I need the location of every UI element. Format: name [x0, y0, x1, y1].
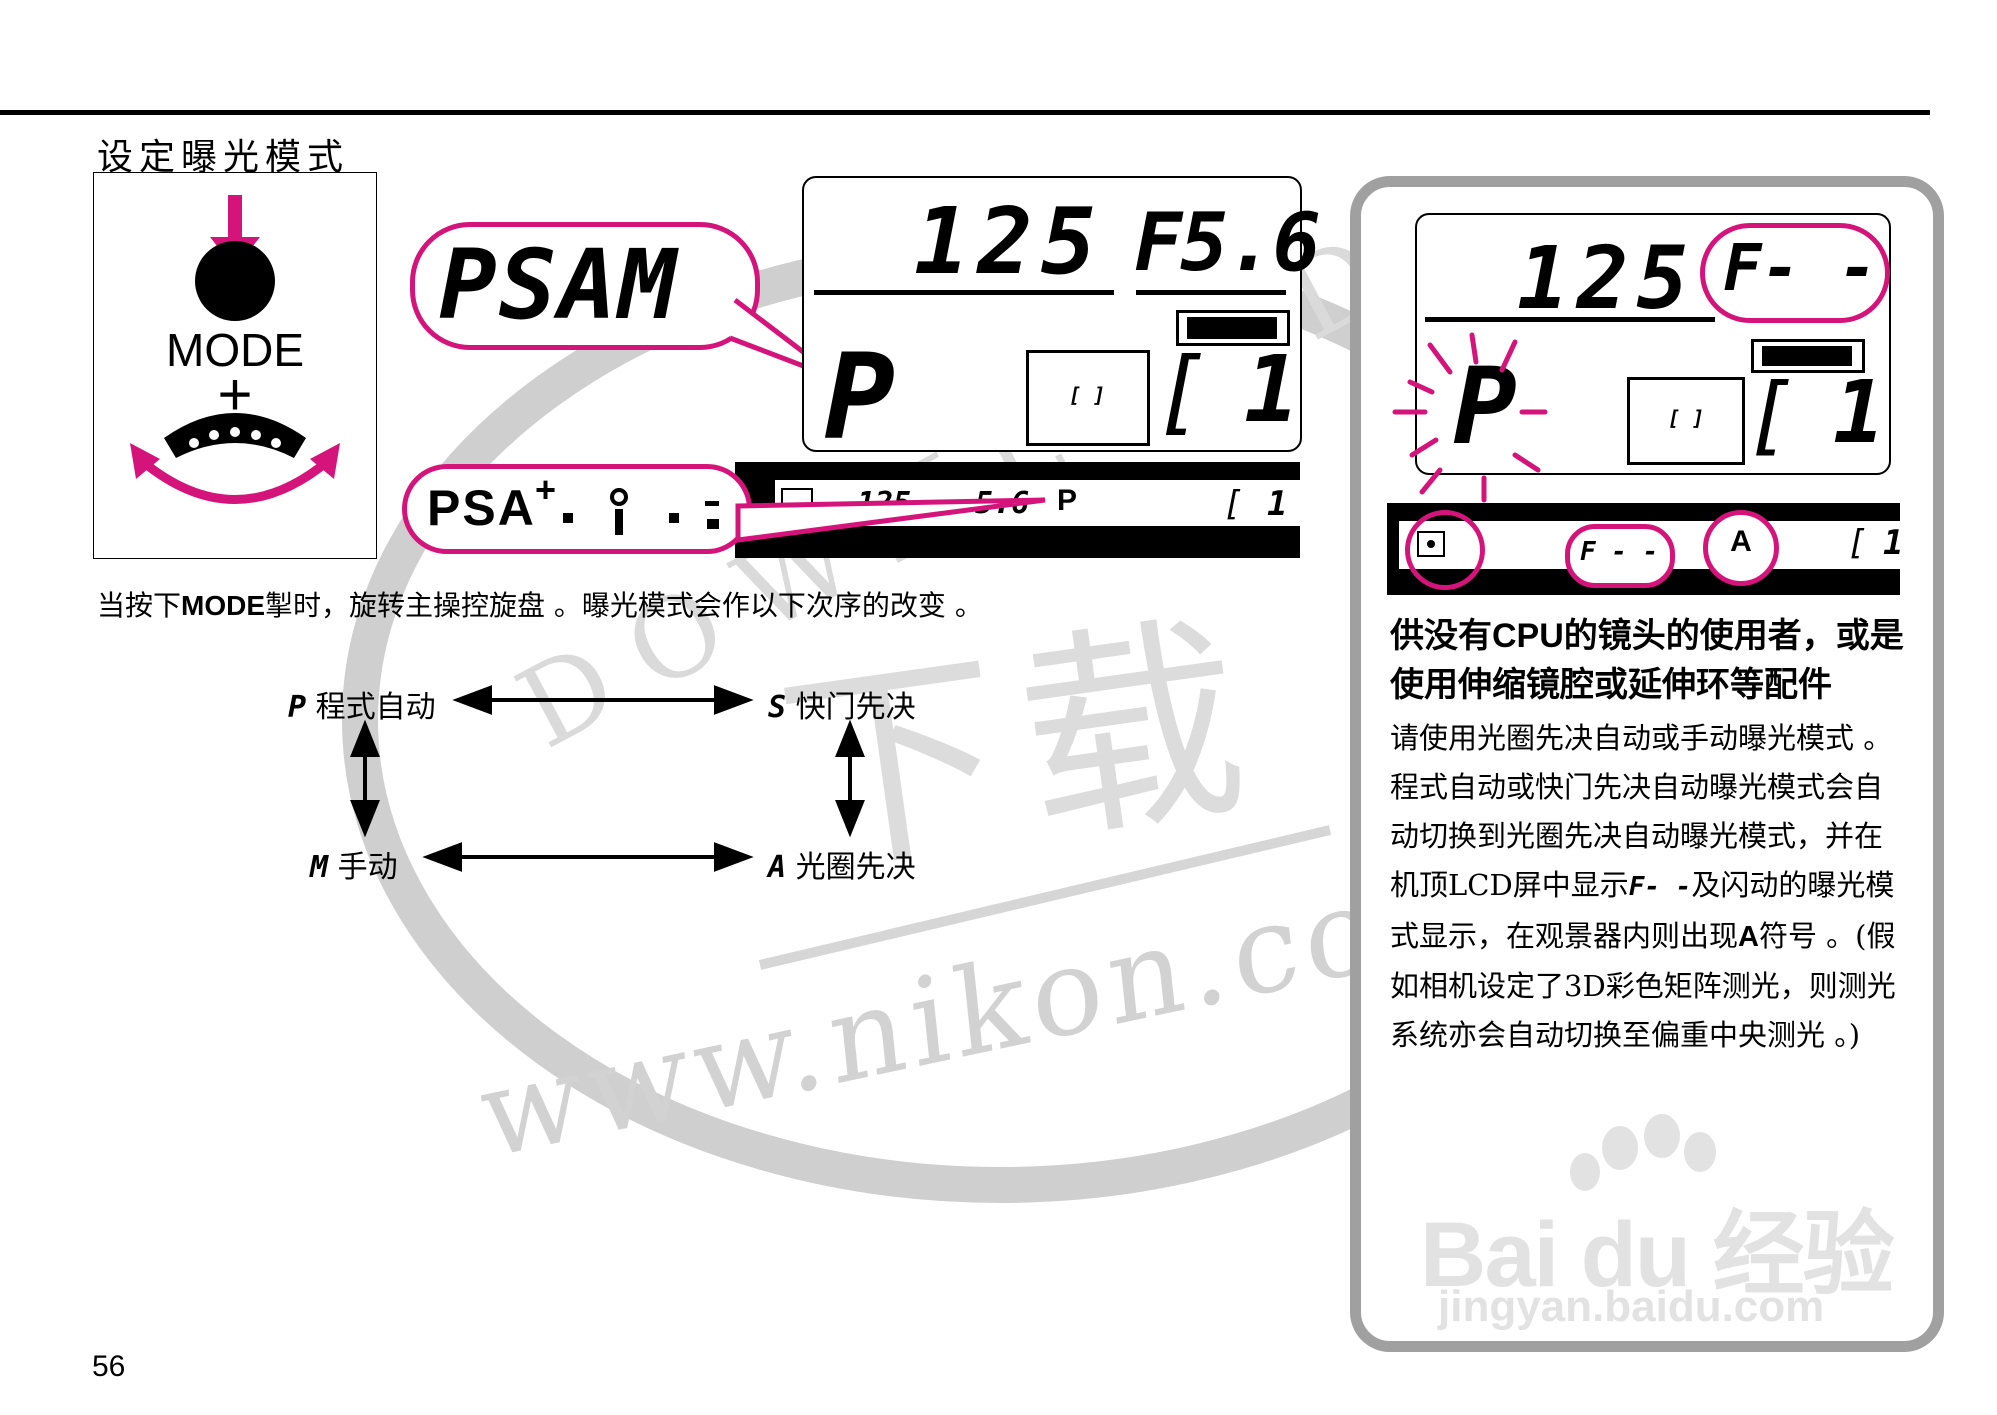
- page-title: 设定曝光模式: [97, 128, 350, 184]
- metering-icon: [ ]: [1069, 383, 1106, 407]
- side-vf-bracket: [: [1847, 523, 1868, 563]
- instruction-suffix: 掣时，旋转主操控旋盘 。曝光模式会作以下次序的改变 。: [265, 589, 983, 622]
- lcd-divider-right: [1136, 290, 1286, 295]
- exposure-scale-icon: [563, 488, 719, 535]
- side-lcd-panel: 125 P [ ] [ 1: [1415, 213, 1891, 475]
- side-aperture-bubble: F- -: [1700, 223, 1890, 323]
- cycle-m: M 手动: [310, 842, 398, 886]
- cycle-s-label: 快门先决: [795, 690, 916, 725]
- top-rule: [0, 110, 1930, 115]
- viewfinder-strip: 125 5.6 P [ 1: [735, 462, 1305, 558]
- side-aperture-ring: F - -: [1565, 524, 1675, 588]
- side-vf-mode: A: [1730, 525, 1752, 558]
- lcd-aperture: F5.6: [1134, 196, 1321, 289]
- side-vf-frame: 1: [1883, 523, 1904, 563]
- frame-bracket: [: [1154, 338, 1210, 445]
- psa-plus: +: [535, 469, 557, 510]
- cycle-a-label: 光圈先决: [795, 850, 916, 885]
- cycle-s: S 快门先决: [768, 682, 916, 726]
- side-body-part3: 符号 。(假如相机设定了3D彩色矩阵测光，则测光系统亦会自动切换至偏重中央测光 …: [1390, 919, 1896, 1052]
- metering-box: [ ]: [1026, 350, 1150, 446]
- cycle-m-glyph: M: [310, 850, 329, 885]
- mode-button-label: MODE: [166, 324, 304, 376]
- cycle-m-label: 手动: [337, 850, 398, 885]
- psam-text: PSAM: [439, 229, 679, 341]
- side-frame-bracket: [: [1745, 365, 1797, 465]
- cycle-a: A 光圈先决: [768, 842, 916, 886]
- psa-bubble: PSA +: [402, 464, 752, 554]
- cycle-a-glyph: A: [768, 850, 787, 885]
- side-lcd-divider: [1425, 317, 1715, 322]
- cycle-p-label: 程式自动: [315, 690, 436, 725]
- side-battery-icon: [1751, 339, 1865, 373]
- baidu-watermark: Bai du 经验: [1420, 1204, 1895, 1306]
- instruction-text: 当按下MODE掣时，旋转主操控旋盘 。曝光模式会作以下次序的改变 。: [97, 584, 983, 624]
- page-number: 56: [92, 1350, 126, 1383]
- mode-illustration: MODE +: [93, 172, 377, 559]
- side-lcd-aperture: F- -: [1723, 232, 1878, 306]
- side-vf-aperture: F - -: [1580, 537, 1659, 567]
- command-dial-icon: [130, 413, 340, 504]
- side-spot-ring: [1405, 510, 1485, 590]
- side-frame-count: 1: [1833, 363, 1885, 463]
- vf-bracket: [: [1223, 484, 1244, 524]
- watermark-underline: [758, 825, 1332, 970]
- side-body-part1: 请使用光圈先决自动或手动曝光模式 。程式自动或快门先决自动曝光模式会自动切换到光…: [1390, 721, 1893, 902]
- side-heading: 供没有CPU的镜头的使用者，或是使用伸缩镜腔或延伸环等配件: [1390, 617, 1904, 704]
- baidu-url: jingyan.baidu.com: [1438, 1282, 1825, 1331]
- lcd-mode: P: [824, 328, 896, 466]
- side-body-part2: 及闪动的曝光模式显示，在观景器内则出现: [1390, 868, 1895, 953]
- instruction-bold: MODE: [181, 590, 266, 621]
- side-metering-box: [ ]: [1627, 377, 1745, 465]
- side-body-fdash: F- -: [1628, 872, 1692, 902]
- lcd-divider: [814, 290, 1114, 295]
- psa-text: PSA: [427, 480, 536, 536]
- side-metering-icon: [ ]: [1668, 406, 1705, 430]
- cycle-p: P 程式自动: [288, 682, 436, 726]
- lcd-shutter: 125: [914, 188, 1105, 295]
- cycle-s-glyph: S: [768, 690, 787, 725]
- mode-button-icon: [195, 195, 275, 321]
- vf-frame: 1: [1267, 484, 1288, 524]
- side-body: 请使用光圈先决自动或手动曝光模式 。程式自动或快门先决自动曝光模式会自动切换到光…: [1390, 714, 1905, 1060]
- vf-mode: P: [1057, 484, 1078, 517]
- frame-count: 1: [1244, 336, 1300, 443]
- psam-bubble: PSAM: [410, 222, 760, 350]
- side-body-a: A: [1738, 921, 1759, 953]
- side-mode-ring: A: [1703, 510, 1779, 586]
- lcd-top-panel: 125 F5.6 P [ ] [ 1: [802, 176, 1321, 466]
- battery-icon: [1176, 310, 1290, 346]
- side-lcd-shutter: 125: [1517, 229, 1697, 329]
- instruction-prefix: 当按下: [97, 589, 182, 622]
- cycle-p-glyph: P: [288, 690, 307, 725]
